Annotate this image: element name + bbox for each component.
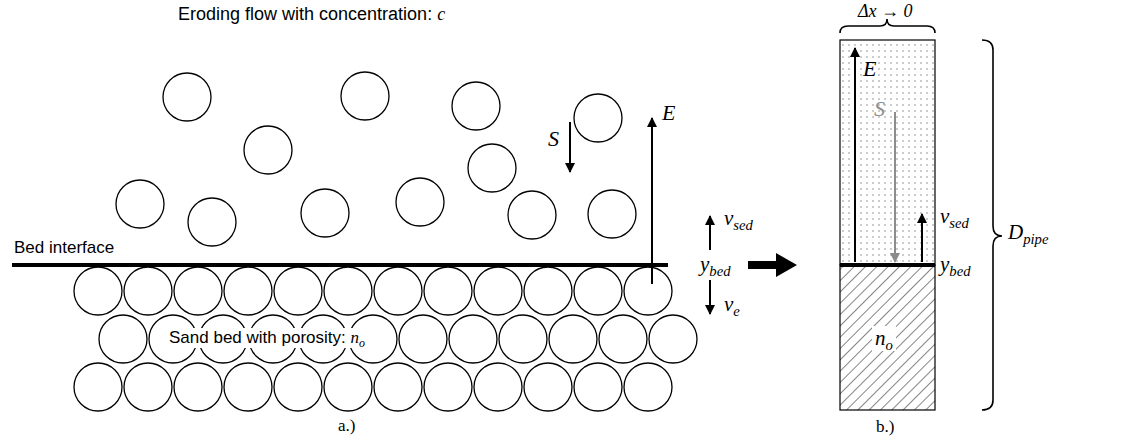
bed-grain <box>649 315 697 363</box>
bed-grain <box>474 267 522 315</box>
suspended-grain <box>341 72 389 120</box>
column-velocity-arrow <box>921 214 923 262</box>
column-settling-arrow <box>894 112 896 262</box>
erosion-arrow <box>651 118 653 284</box>
bed-column <box>840 265 935 410</box>
bed-grain <box>324 363 372 411</box>
bed-grain <box>624 363 672 411</box>
sedimentation-velocity-arrow <box>709 216 711 250</box>
suspended-grain <box>574 94 622 142</box>
bed-grain <box>524 267 572 315</box>
bed-grain <box>424 267 472 315</box>
panel-label: b.) <box>876 417 894 437</box>
bed-grain <box>74 267 122 315</box>
erosion-symbol: E <box>662 100 675 126</box>
bed-grain <box>599 315 647 363</box>
width-symbol: Δx → 0 <box>858 1 913 23</box>
settling-symbol: S <box>548 126 559 152</box>
suspended-grain <box>452 82 500 130</box>
suspended-grain <box>188 198 236 246</box>
bed-grain <box>574 363 622 411</box>
suspended-grain <box>163 73 211 121</box>
bed-grain <box>324 267 372 315</box>
suspended-grain <box>508 191 556 239</box>
velocity-symbol: vsed <box>724 206 753 231</box>
suspended-grains <box>116 72 636 246</box>
bed-grain <box>174 363 222 411</box>
bed-grain <box>124 267 172 315</box>
suspended-grain <box>301 189 349 237</box>
bed-grain <box>124 363 172 411</box>
porosity-symbol: no <box>872 326 896 351</box>
column-bed-line <box>840 263 935 267</box>
interface-label: Bed interface <box>14 238 114 258</box>
bed-grain <box>574 267 622 315</box>
height-brace <box>982 40 1002 410</box>
bed-level-symbol: ybed <box>700 252 731 277</box>
flow-column <box>840 40 935 265</box>
flow-heading: Eroding flow with concentration: c <box>178 4 445 26</box>
bed-level-symbol: ybed <box>940 252 971 277</box>
settling-arrow <box>569 122 571 172</box>
settling-symbol: S <box>874 96 885 122</box>
bed-grain <box>624 267 672 315</box>
bed-grain <box>474 363 522 411</box>
suspended-grain <box>588 190 636 238</box>
bed-grain <box>524 363 572 411</box>
velocity-symbol: ve <box>724 292 740 317</box>
bed-grain <box>274 363 322 411</box>
bed-grain <box>399 315 447 363</box>
bed-grain <box>349 315 397 363</box>
bed-label: Sand bed with porosity: no <box>166 328 368 348</box>
bed-grain <box>449 315 497 363</box>
column-erosion-arrow <box>854 48 856 262</box>
width-brace <box>840 19 935 33</box>
bed-grain <box>224 363 272 411</box>
bed-grain <box>224 267 272 315</box>
suspended-grain <box>116 180 164 228</box>
bed-grain <box>74 363 122 411</box>
bed-grain <box>424 363 472 411</box>
suspended-grain <box>396 178 444 226</box>
bed-grain <box>99 315 147 363</box>
suspended-grain <box>468 144 516 192</box>
erosion-symbol: E <box>863 56 876 82</box>
bed-interface-line <box>12 263 668 267</box>
transition-arrow <box>748 253 797 277</box>
diameter-symbol: Dpipe <box>1008 220 1048 245</box>
velocity-symbol: vsed <box>940 204 969 229</box>
panel-label: a.) <box>338 416 355 436</box>
suspended-grain <box>244 126 292 174</box>
bed-grain <box>174 267 222 315</box>
bed-grain <box>549 315 597 363</box>
bed-grain <box>274 267 322 315</box>
bed-grain <box>374 267 422 315</box>
bed-grains <box>74 267 697 411</box>
bed-grain <box>374 363 422 411</box>
erosion-velocity-arrow <box>709 280 711 314</box>
bed-grain <box>499 315 547 363</box>
